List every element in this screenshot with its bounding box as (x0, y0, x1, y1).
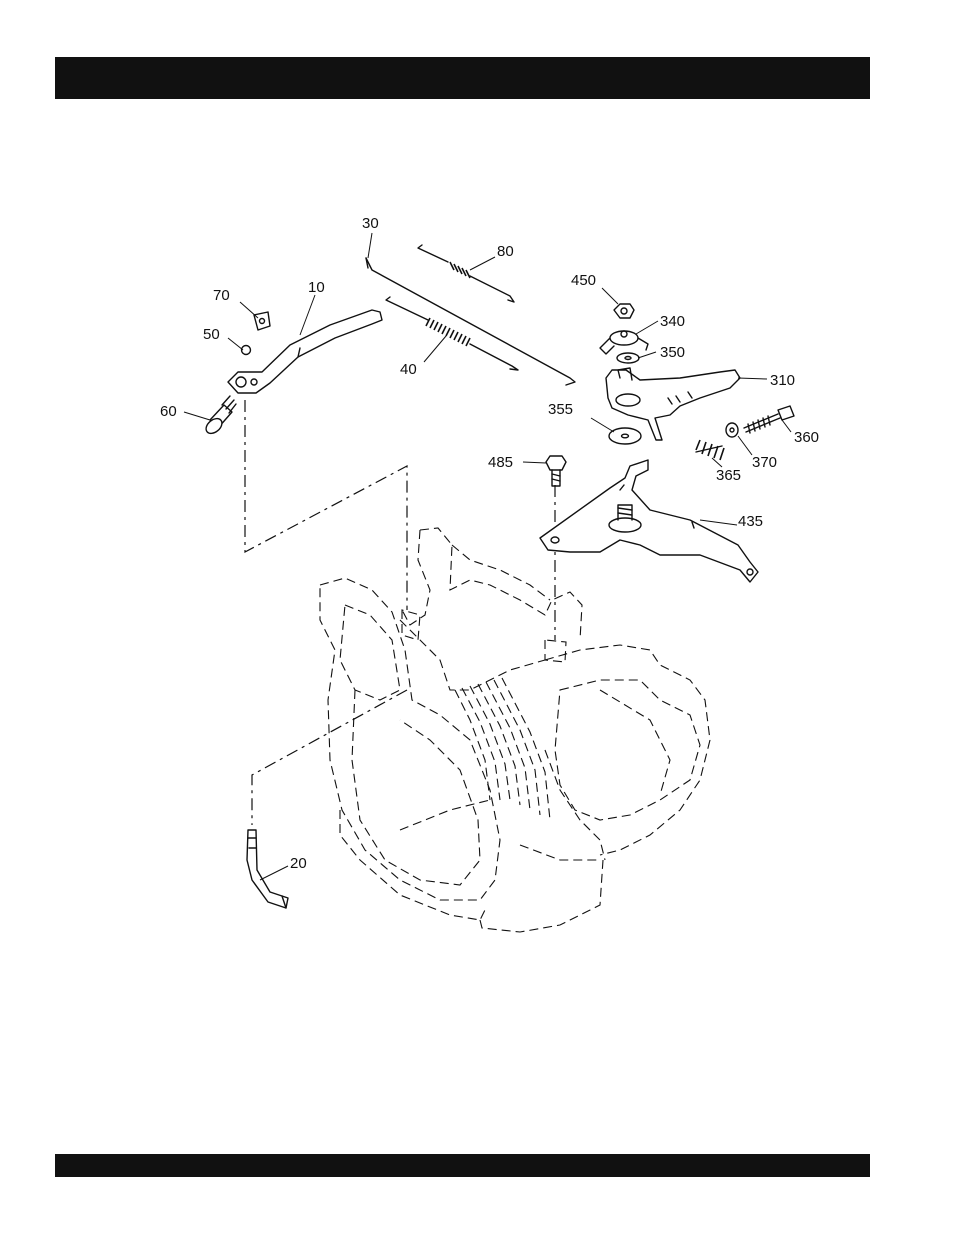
part-360-bolt (744, 406, 794, 433)
callout-370: 370 (752, 454, 777, 471)
part-340-cap (600, 331, 648, 354)
callout-350: 350 (660, 344, 685, 361)
part-370-nut (726, 423, 738, 437)
part-40-spring (386, 297, 518, 370)
footer-bar (55, 1154, 870, 1177)
callout-30: 30 (362, 215, 379, 232)
callout-310: 310 (770, 372, 795, 389)
callout-450: 450 (571, 272, 596, 289)
engine-block (320, 528, 710, 932)
callout-365: 365 (716, 467, 741, 484)
callout-435: 435 (738, 513, 763, 530)
part-450-nut (614, 304, 634, 318)
callout-50: 50 (203, 326, 220, 343)
callout-355: 355 (548, 401, 573, 418)
part-70-clip (254, 312, 270, 330)
callout-20: 20 (290, 855, 307, 872)
callout-10: 10 (308, 279, 325, 296)
part-485-bolt (546, 456, 566, 486)
callout-80: 80 (497, 243, 514, 260)
callout-40: 40 (400, 361, 417, 378)
callout-340: 340 (660, 313, 685, 330)
part-365-spring (696, 440, 724, 460)
part-30-rod (366, 258, 575, 385)
callout-360: 360 (794, 429, 819, 446)
part-355-washer (609, 428, 641, 444)
callout-60: 60 (160, 403, 177, 420)
callout-485: 485 (488, 454, 513, 471)
part-60-knob (203, 396, 236, 436)
part-350-washer (617, 353, 639, 363)
callout-70: 70 (213, 287, 230, 304)
